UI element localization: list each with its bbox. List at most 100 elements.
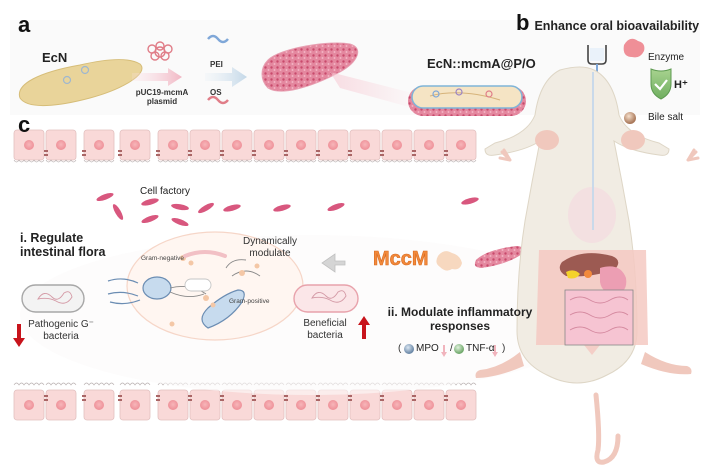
released-bacterium <box>223 204 241 212</box>
nucleus <box>392 400 402 410</box>
nucleus <box>296 140 306 150</box>
bile-salt-icon <box>624 112 636 124</box>
increase-arrow-icon <box>358 316 370 339</box>
epithelial-cell <box>118 382 151 421</box>
mpo-label: MPO <box>416 343 439 354</box>
gram-positive-label: Gram-positive <box>229 298 270 305</box>
released-bacterium <box>96 192 114 202</box>
stomach-icon <box>600 266 627 294</box>
legend-bile-salt: Bile salt <box>648 112 684 123</box>
panel-label-a: a <box>18 12 31 37</box>
ecn-bacterium-icon <box>18 59 143 107</box>
epithelial-cell <box>348 129 381 163</box>
epithelial-cell <box>380 129 413 163</box>
pei-label: PEI <box>210 60 223 69</box>
inflam-line1: ii. Modulate inflammatory <box>387 305 533 319</box>
open-paren: ( <box>398 343 402 354</box>
pathogenic-label: Pathogenic G⁻ bacteria <box>18 319 104 342</box>
epithelium-top <box>13 129 477 163</box>
nucleus <box>360 400 370 410</box>
released-bacterium <box>198 202 214 214</box>
released-bacterium <box>461 197 479 205</box>
nucleus <box>456 400 466 410</box>
nucleus <box>94 400 104 410</box>
ecn-label: EcN <box>42 50 68 65</box>
mccm-peptide-icon <box>436 251 462 271</box>
nucleus <box>264 140 274 150</box>
epithelial-cell <box>188 129 221 163</box>
beneficial-label: Beneficial bacteria <box>290 318 360 341</box>
mouse-ear-right <box>621 130 645 150</box>
plasmid-label: pUC19-mcmA plasmid <box>130 88 194 106</box>
epithelial-cell <box>188 382 221 421</box>
epithelial-cell <box>13 382 45 421</box>
nucleus <box>232 400 242 410</box>
nucleus <box>200 140 210 150</box>
beneficial-line1: Beneficial <box>303 318 347 329</box>
nucleus <box>392 140 402 150</box>
nucleus <box>360 140 370 150</box>
acid-shield-icon <box>650 68 672 100</box>
panel-label-c: c <box>18 112 31 137</box>
os-wave-icon <box>207 95 229 105</box>
mouse-tail <box>593 392 621 465</box>
nucleus <box>130 140 140 150</box>
panel-b-title: Enhance oral bioavailability <box>534 19 700 33</box>
tnf-marker-icon <box>454 344 464 354</box>
panel-b-header: b Enhance oral bioavailability <box>516 10 699 36</box>
central-bacterium-icon <box>184 278 212 292</box>
dynamic-line1: Dynamically <box>243 236 297 247</box>
faint-bacterium-icon <box>183 250 227 258</box>
beneficial-bacterium-icon <box>293 284 359 313</box>
cross-section-bacterium-icon <box>408 85 526 116</box>
nucleus <box>24 400 34 410</box>
pei-wave-icon <box>207 34 229 44</box>
epithelial-cell <box>118 129 151 163</box>
cell-factory-label: Cell factory <box>140 186 191 197</box>
released-bacterium <box>141 214 159 224</box>
epithelial-cell <box>44 382 77 421</box>
epithelial-cell <box>156 382 189 421</box>
gallbladder-icon <box>566 270 580 279</box>
regulate-flora-heading: i. Regulate intestinal flora <box>20 231 105 260</box>
coating-arrow-icon <box>205 67 247 87</box>
product-label: EcN::mcmA@P/O <box>427 56 536 71</box>
enzyme-icon <box>623 38 645 58</box>
legend-acid: H⁺ <box>674 79 688 91</box>
panel-label-b: b <box>516 10 530 35</box>
epithelial-cell <box>44 129 77 163</box>
mouse-hind-leg-left <box>475 352 524 378</box>
epithelial-cell <box>82 129 115 163</box>
decrease-arrow-icon <box>13 324 25 347</box>
dynamic-modulate-label: Dynamically modulate <box>235 236 305 259</box>
epithelial-cell <box>252 129 285 163</box>
nucleus <box>56 140 66 150</box>
regulate-line1: i. Regulate <box>20 231 84 245</box>
mouse-hind-leg-right <box>641 352 692 375</box>
beneficial-line2: bacteria <box>307 329 343 341</box>
gram-positive-bacterium-icon <box>201 259 261 329</box>
tnf-decrease-icon <box>492 345 498 357</box>
regulate-line2: intestinal flora <box>20 245 106 260</box>
coated-bacterium-icon <box>261 42 420 110</box>
close-paren: ) <box>502 343 506 354</box>
released-bacterium <box>171 217 189 227</box>
mccm-label: MccM <box>373 248 429 271</box>
nucleus <box>24 140 34 150</box>
nucleus <box>328 140 338 150</box>
plasmid-icon <box>147 41 173 61</box>
released-bacterium <box>171 203 189 211</box>
nucleus <box>424 140 434 150</box>
nucleus <box>296 400 306 410</box>
epithelial-cell <box>284 129 317 163</box>
transform-arrow-icon <box>132 68 182 86</box>
epithelial-cell <box>348 382 381 421</box>
mouse-illustration <box>475 66 700 465</box>
tnf-label: TNF-α <box>466 343 495 354</box>
plasmid-label-line2: plasmid <box>146 97 178 107</box>
nucleus <box>200 400 210 410</box>
marker-separator: / <box>450 343 453 354</box>
zoom-glow <box>330 72 420 110</box>
epithelial-cell <box>82 382 115 421</box>
epithelial-cell <box>156 129 189 163</box>
